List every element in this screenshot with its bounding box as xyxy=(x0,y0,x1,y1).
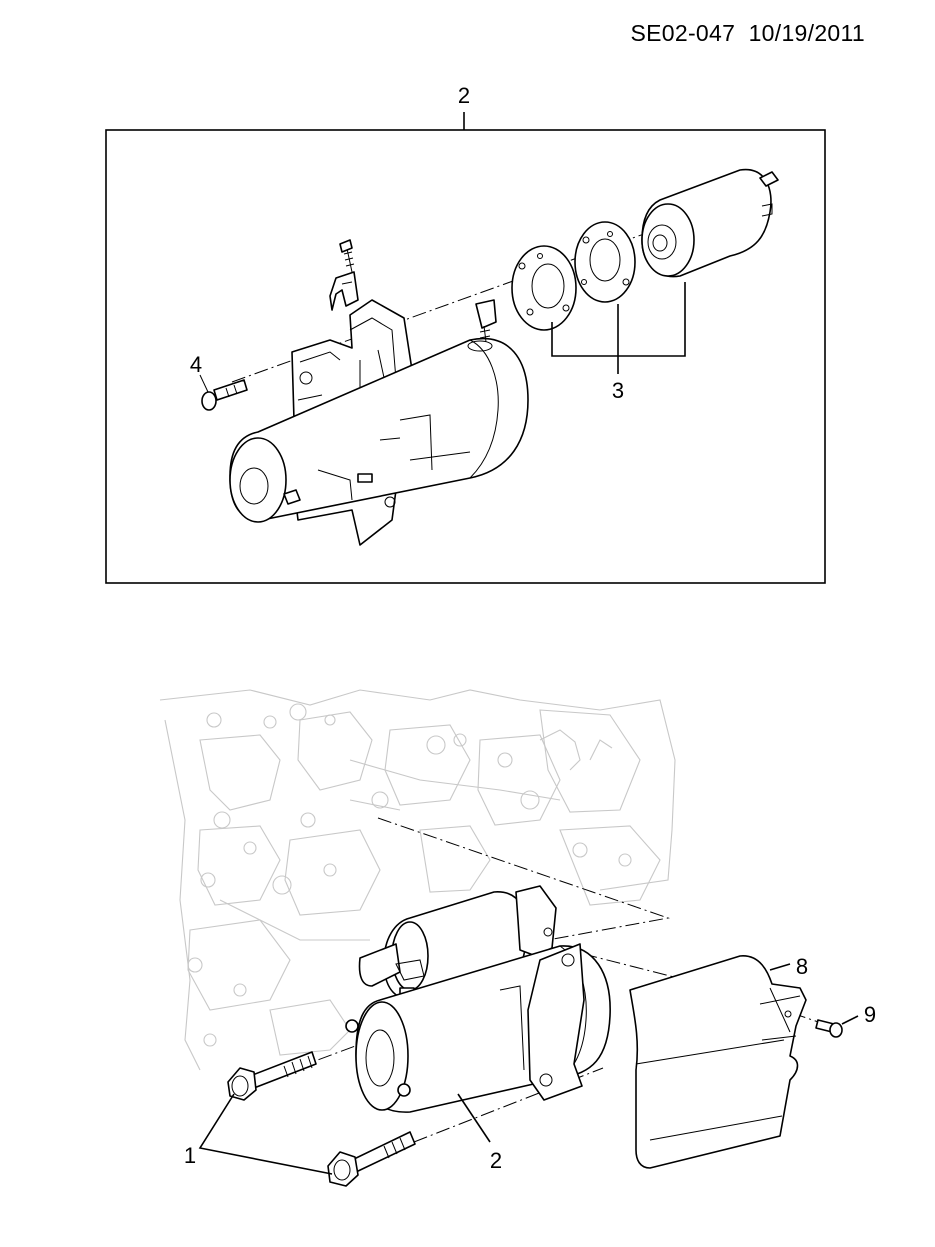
solenoid xyxy=(641,168,779,278)
starter-motor-exploded xyxy=(229,299,529,546)
solenoid-gasket-1 xyxy=(511,245,577,331)
engine-background xyxy=(159,689,676,1071)
bolt-1-upper xyxy=(227,1051,317,1101)
leader-2-bottom xyxy=(457,1093,491,1143)
bolt-1-lower xyxy=(327,1131,416,1187)
leader-4 xyxy=(199,374,209,393)
solenoid-gasket-2 xyxy=(574,221,636,303)
starter-motor-installed xyxy=(345,885,611,1113)
leader-8 xyxy=(769,963,791,971)
callout-4: 4 xyxy=(190,352,202,377)
leader-9 xyxy=(841,1015,859,1025)
leader-1 xyxy=(198,1093,333,1175)
heat-shield xyxy=(629,955,807,1169)
alignment-line-shield xyxy=(559,947,679,979)
bolt-4 xyxy=(201,379,248,411)
callout-1: 1 xyxy=(184,1143,196,1168)
drawing-reference: SE02-047 10/19/2011 xyxy=(560,20,865,47)
callout-8: 8 xyxy=(796,954,808,979)
callout-2-top: 2 xyxy=(458,83,470,108)
drawing-date: 10/19/2011 xyxy=(748,20,865,46)
bolt-9 xyxy=(815,1019,843,1038)
alignment-line-engine xyxy=(377,817,670,941)
callout-9: 9 xyxy=(864,1002,876,1027)
detail-box xyxy=(105,112,826,584)
callout-3: 3 xyxy=(612,378,624,403)
terminal-bracket xyxy=(329,239,359,311)
drawing-code: SE02-047 xyxy=(630,20,736,46)
callout-2-bottom: 2 xyxy=(490,1148,502,1173)
